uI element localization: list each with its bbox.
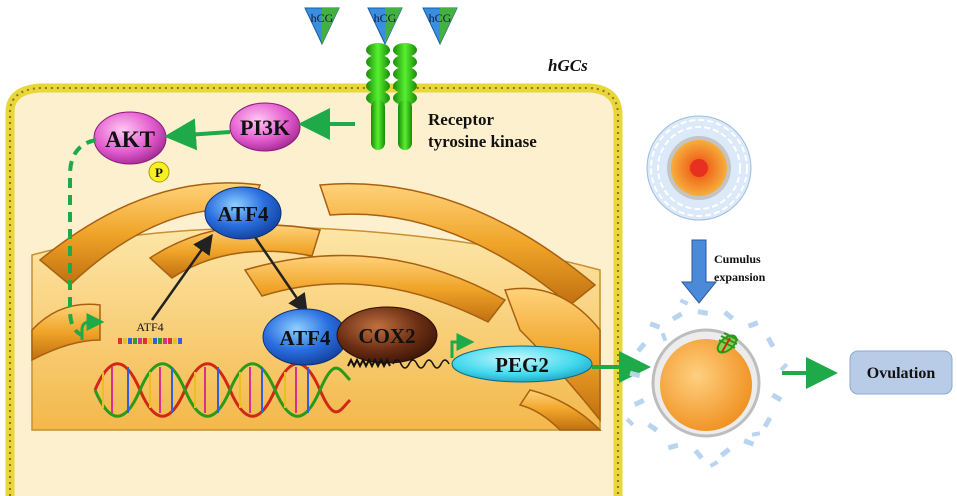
atf4-top-label: ATF4	[218, 202, 269, 226]
akt-label: AKT	[105, 127, 155, 152]
atf4-gene-strip	[118, 338, 182, 344]
cox2-label: COX2	[358, 324, 415, 348]
dispersed-cumulus-cells	[625, 298, 789, 468]
receptor-label-line1: Receptor	[428, 110, 495, 129]
pi3k-label: PI3K	[240, 115, 290, 140]
arrows	[68, 108, 838, 389]
cox2-gene-coil	[347, 357, 450, 369]
receptor-tyrosine-kinase: Receptor tyrosine kinase	[366, 43, 537, 151]
arrow-atf4-to-atf4	[253, 236, 308, 315]
dna-helix	[93, 362, 352, 418]
organelle-fold-3	[318, 182, 597, 306]
ovulation-label: Ovulation	[867, 365, 936, 382]
peg2-node: PEG2	[451, 345, 593, 383]
dna-base-pairs	[102, 367, 309, 413]
receptor-label: Receptor tyrosine kinase	[428, 110, 537, 151]
hcg-label-2: hCG	[374, 11, 397, 25]
cumulus-label-line2: expansion	[714, 270, 766, 284]
follicle-cell-ring	[650, 119, 748, 217]
receptor-chain-left	[366, 43, 390, 150]
cumulus-arrow	[680, 239, 718, 304]
cell-label: hGCs	[548, 56, 588, 75]
pi3k-node: PI3K	[229, 102, 301, 152]
cell-membrane	[5, 83, 623, 496]
akt-node: AKT	[93, 111, 167, 165]
follicle-nucleus	[690, 159, 708, 177]
cox2-node: COX2	[336, 306, 438, 364]
follicle-expanded	[625, 298, 789, 468]
cumulus-expansion-step: Cumulus expansion	[680, 239, 766, 304]
receptor-chain-right	[393, 43, 417, 150]
phospho-label: P	[155, 165, 163, 180]
organelle-fold-4	[243, 254, 507, 323]
cumulus-label-line1: Cumulus	[714, 252, 761, 266]
hcg-ligand-1: hCG	[304, 7, 340, 46]
atf4-top-node: ATF4	[204, 186, 282, 240]
spindle	[716, 332, 739, 354]
ovulation-box: Ovulation	[849, 350, 953, 395]
receptor-label-line2: tyrosine kinase	[428, 132, 537, 151]
atf4-bottom-node: ATF4	[262, 308, 348, 366]
hcg-ligands: hCG hCG hCG	[304, 7, 458, 46]
arrow-cox2-to-peg2	[450, 333, 475, 358]
arrow-gene-to-atf4	[150, 233, 213, 321]
gene-coil-dense	[347, 357, 391, 369]
arrow-pi3k-to-akt	[164, 118, 231, 151]
atf4-bottom-label: ATF4	[280, 326, 331, 350]
hcg-label-3: hCG	[429, 11, 452, 25]
dna-strand-2	[93, 362, 352, 418]
gene-coil-sparse	[392, 359, 450, 369]
expanded-oocyte	[660, 339, 752, 431]
hcg-ligand-2: hCG	[367, 7, 403, 46]
hcg-ligand-3: hCG	[422, 7, 458, 46]
arrow-akt-to-gene	[68, 138, 97, 337]
hcg-label-1: hCG	[311, 11, 334, 25]
follicle-compact	[646, 115, 752, 221]
atf4-gene: ATF4	[118, 320, 182, 344]
atf4-gene-label: ATF4	[136, 320, 163, 334]
organelle-fold-6	[31, 303, 101, 362]
peg2-label: PEG2	[495, 353, 549, 377]
cumulus-label: Cumulus expansion	[714, 252, 766, 284]
organelle-fold-7	[518, 389, 602, 431]
arrow-akt-to-gene-head	[80, 313, 105, 340]
phospho-badge: P	[148, 161, 170, 183]
